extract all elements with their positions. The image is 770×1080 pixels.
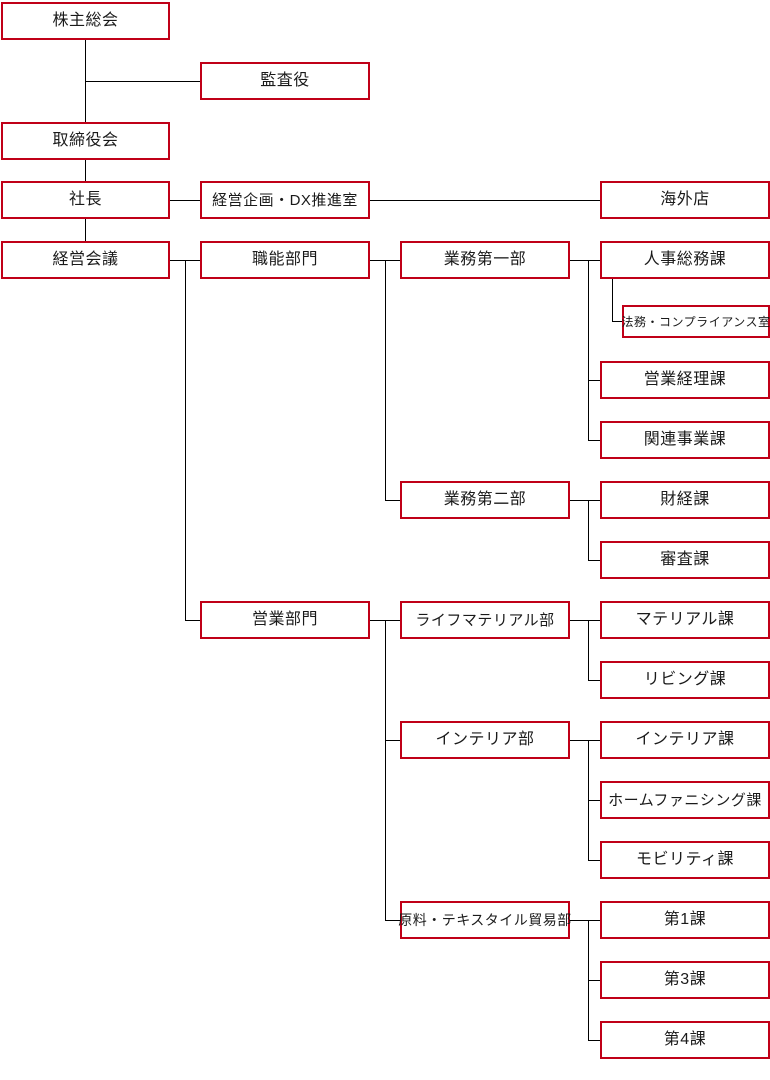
- org-box-mobility-section: モビリティ課: [600, 841, 770, 879]
- org-box-label-interior-dept: インテリア部: [435, 731, 535, 748]
- connector-line-vertical: [588, 620, 589, 680]
- org-box-business-dept-2: 業務第二部: [400, 481, 570, 519]
- org-box-section-3: 第3課: [600, 961, 770, 999]
- connector-line-horizontal: [588, 1040, 600, 1041]
- org-box-board-of-directors: 取締役会: [1, 122, 170, 160]
- org-box-label-business-dept-1: 業務第一部: [443, 251, 527, 268]
- connector-line-horizontal: [612, 321, 622, 322]
- connector-line-horizontal: [185, 620, 200, 621]
- org-box-label-hr-general-affairs-section: 人事総務課: [643, 251, 727, 268]
- connector-line-horizontal: [370, 200, 600, 201]
- connector-line-horizontal: [385, 500, 400, 501]
- org-box-hr-general-affairs-section: 人事総務課: [600, 241, 770, 279]
- org-box-section-4: 第4課: [600, 1021, 770, 1059]
- connector-line-horizontal: [588, 560, 600, 561]
- connector-line-horizontal: [170, 260, 200, 261]
- org-box-label-material-section: マテリアル課: [635, 611, 735, 628]
- connector-line-horizontal: [570, 920, 600, 921]
- connector-line-horizontal: [588, 800, 600, 801]
- org-box-label-auditor: 監査役: [260, 72, 310, 89]
- connector-line-horizontal: [570, 260, 600, 261]
- org-box-interior-dept: インテリア部: [400, 721, 570, 759]
- org-box-label-home-furnishing-section: ホームファニシング課: [608, 791, 762, 809]
- org-box-living-section: リビング課: [600, 661, 770, 699]
- org-box-business-dept-1: 業務第一部: [400, 241, 570, 279]
- org-box-management-council: 経営会議: [1, 241, 170, 279]
- connector-line-vertical: [85, 160, 86, 181]
- connector-line-horizontal: [588, 980, 600, 981]
- org-box-label-raw-material-textile-trade-dept: 原料・テキスタイル貿易部: [398, 912, 572, 928]
- org-box-label-interior-section: インテリア課: [635, 731, 735, 748]
- org-box-label-finance-section: 財経課: [660, 491, 710, 508]
- connector-line-vertical: [385, 260, 386, 500]
- connector-line-horizontal: [570, 500, 600, 501]
- org-box-shareholders-meeting: 株主総会: [1, 2, 170, 40]
- org-box-label-section-1: 第1課: [663, 911, 707, 928]
- connector-line-vertical: [612, 279, 613, 321]
- org-box-examination-section: 審査課: [600, 541, 770, 579]
- org-box-overseas-branch: 海外店: [600, 181, 770, 219]
- org-box-finance-section: 財経課: [600, 481, 770, 519]
- org-box-home-furnishing-section: ホームファニシング課: [600, 781, 770, 819]
- org-box-related-business-section: 関連事業課: [600, 421, 770, 459]
- connector-line-horizontal: [588, 380, 600, 381]
- org-box-label-life-material-dept: ライフマテリアル部: [415, 611, 555, 629]
- org-box-label-corporate-planning-dx-office: 経営企画・DX推進室: [212, 191, 358, 209]
- org-box-section-1: 第1課: [600, 901, 770, 939]
- org-box-president: 社長: [1, 181, 170, 219]
- org-box-label-living-section: リビング課: [643, 671, 727, 688]
- connector-line-horizontal: [170, 200, 200, 201]
- org-box-functional-division: 職能部門: [200, 241, 370, 279]
- connector-line-horizontal: [370, 620, 400, 621]
- org-box-label-board-of-directors: 取締役会: [52, 132, 119, 149]
- org-box-raw-material-textile-trade-dept: 原料・テキスタイル貿易部: [398, 901, 572, 939]
- org-box-auditor: 監査役: [200, 62, 370, 100]
- org-box-corporate-planning-dx-office: 経営企画・DX推進室: [200, 181, 370, 219]
- org-box-interior-section: インテリア課: [600, 721, 770, 759]
- connector-line-horizontal: [370, 260, 400, 261]
- org-box-label-sales-accounting-section: 営業経理課: [643, 371, 727, 388]
- org-box-label-overseas-branch: 海外店: [660, 191, 710, 208]
- connector-line-horizontal: [570, 740, 600, 741]
- org-box-label-shareholders-meeting: 株主総会: [52, 12, 119, 29]
- connector-line-horizontal: [385, 920, 400, 921]
- connector-line-vertical: [85, 219, 86, 241]
- connector-line-vertical: [185, 260, 186, 620]
- connector-line-vertical: [588, 260, 589, 440]
- org-box-label-president: 社長: [68, 191, 102, 208]
- org-box-label-legal-compliance-office: 法務・コンプライアンス室: [621, 314, 770, 329]
- org-box-label-mobility-section: モビリティ課: [635, 851, 735, 868]
- connector-line-horizontal: [385, 740, 400, 741]
- org-box-label-sales-division: 営業部門: [251, 611, 318, 628]
- org-box-sales-accounting-section: 営業経理課: [600, 361, 770, 399]
- org-box-label-functional-division: 職能部門: [251, 251, 318, 268]
- org-box-label-section-4: 第4課: [663, 1031, 707, 1048]
- connector-line-horizontal: [570, 620, 600, 621]
- org-box-legal-compliance-office: 法務・コンプライアンス室: [622, 305, 770, 338]
- org-box-label-related-business-section: 関連事業課: [643, 431, 727, 448]
- connector-line-horizontal: [85, 81, 200, 82]
- connector-line-horizontal: [588, 680, 600, 681]
- connector-line-horizontal: [588, 440, 600, 441]
- org-box-label-examination-section: 審査課: [660, 551, 710, 568]
- org-box-label-management-council: 経営会議: [52, 251, 119, 268]
- org-box-material-section: マテリアル課: [600, 601, 770, 639]
- connector-line-vertical: [588, 500, 589, 560]
- connector-line-horizontal: [588, 860, 600, 861]
- connector-line-vertical: [385, 620, 386, 920]
- org-box-label-business-dept-2: 業務第二部: [443, 491, 527, 508]
- org-box-life-material-dept: ライフマテリアル部: [400, 601, 570, 639]
- org-box-sales-division: 営業部門: [200, 601, 370, 639]
- org-box-label-section-3: 第3課: [663, 971, 707, 988]
